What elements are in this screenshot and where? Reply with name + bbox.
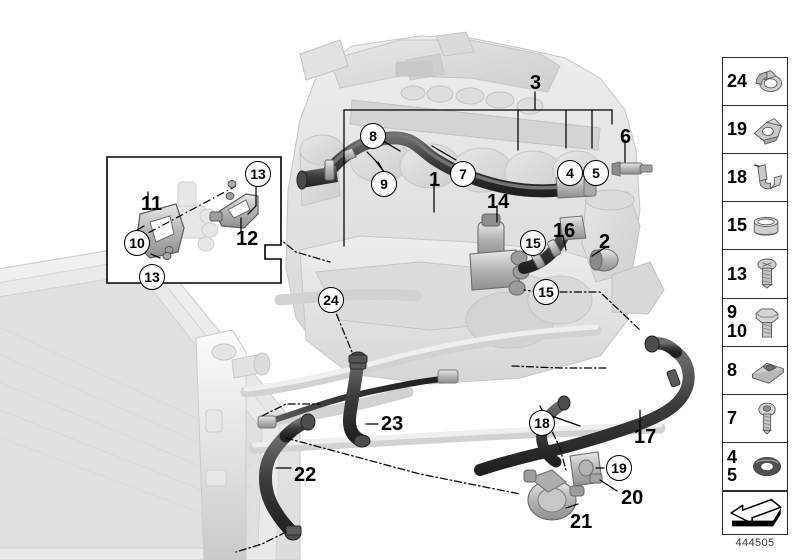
legend-item-15: 15 [723,202,787,251]
radiator [0,243,301,560]
pan-head-self-tapping-screw-icon [747,250,787,297]
part-22-radiator-hose [259,413,316,541]
torx-button-head-screw-icon [747,395,787,442]
part-6-coolant-temperature-sensor [611,161,653,177]
legend-number-8: 8 [727,359,738,380]
spring-nut-clip-icon [747,106,787,153]
legend-number-24: 24 [727,71,748,92]
callout-1: 1 [429,169,441,191]
direction-arrow-icon [730,498,782,527]
callout-24: 24 [318,287,344,313]
callout-16: 16 [553,220,576,242]
callout-4: 4 [557,160,583,186]
callout-17: 17 [634,426,657,448]
callout-15-upper: 15 [520,230,546,256]
part-12-bracket [209,192,259,229]
callout-7: 7 [450,161,476,187]
callout-13-lower: 13 [139,264,165,290]
hex-head-bolt-icon [747,299,787,346]
parts-legend: 24 19 18 [722,57,788,491]
inset-detail-box [106,156,282,284]
legend-item-13: 13 [723,250,787,299]
part-20-pump-bracket [569,451,603,487]
hose-clamp-open-icon [747,58,787,105]
cylinder-head-detail [349,85,601,151]
callout-5: 5 [583,160,609,186]
part-23-coolant-hose [343,351,371,448]
part-14-coolant-valve [469,213,530,296]
callout-3: 3 [530,72,542,94]
legend-number-7: 7 [727,407,738,428]
callout-2: 2 [599,231,611,253]
callout-18: 18 [529,410,555,436]
callout-21: 21 [570,511,593,533]
direction-arrow-box [722,491,788,535]
callout-11: 11 [141,193,163,215]
legend-item-4-5: 4 5 [723,443,787,490]
part-1-vent-line [257,369,459,429]
callout-8: 8 [360,123,386,149]
legend-number-4-5: 4 5 [727,446,738,486]
legend-item-24: 24 [723,58,787,107]
legend-item-7: 7 [723,395,787,443]
legend-item-9-10: 9 10 [723,299,787,347]
legend-item-8: 8 [723,347,787,395]
part-24-hose-clamp [348,354,368,364]
legend-number-13: 13 [727,263,748,284]
callout-10: 10 [124,230,150,256]
part-16-hose-elbow [518,215,587,274]
diagram-number: 444505 [735,537,775,549]
legend-number-18: 18 [727,167,748,188]
pinch-clamp-ring-icon [747,202,787,249]
legend-number-19: 19 [727,119,748,140]
callout-12: 12 [236,228,259,250]
legend-item-19: 19 [723,106,787,155]
callout-19: 19 [606,455,632,481]
legend-item-18: 18 [723,154,787,203]
callout-6: 6 [620,126,632,148]
hose-bracket-clip-icon [747,154,787,201]
o-ring-seal-icon [747,443,787,490]
callout-9: 9 [371,171,397,197]
callout-13-upper: 13 [245,161,271,187]
callout-20: 20 [621,487,644,509]
part-21-auxiliary-water-pump [523,469,585,521]
callout-23: 23 [381,413,404,435]
callout-14: 14 [487,191,510,213]
callout-15-lower: 15 [533,279,559,305]
legend-number-9-10: 9 10 [727,302,748,342]
part-13-screws [162,180,237,260]
cage-nut-icon [747,347,787,394]
legend-number-15: 15 [727,215,748,236]
callout-22: 22 [294,464,317,486]
